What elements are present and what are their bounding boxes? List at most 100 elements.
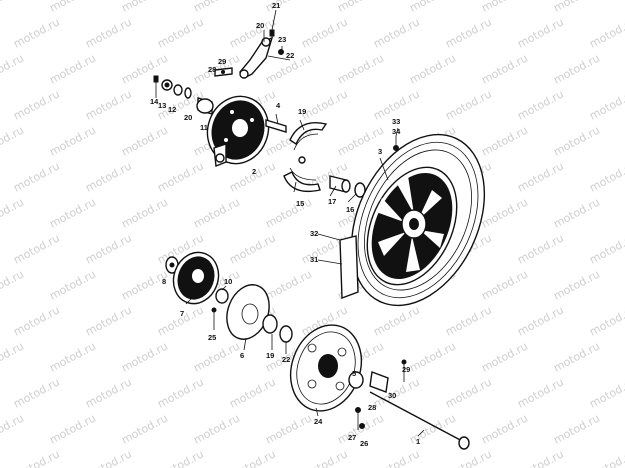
watermark-text: motod.ru [263, 411, 314, 446]
watermark-text: motod.ru [83, 159, 134, 194]
watermark-text: motod.ru [191, 51, 242, 86]
watermark-text: motod.ru [299, 87, 350, 122]
label-part-20: 20 [256, 21, 264, 30]
rear-wheel [339, 133, 486, 307]
watermark-text: motod.ru [551, 267, 602, 302]
label-part-13: 13 [158, 101, 166, 110]
watermark-text: motod.ru [83, 15, 134, 50]
watermark-text: motod.ru [83, 303, 134, 338]
watermark-text: motod.ru [551, 195, 602, 230]
watermark-text: motod.ru [515, 159, 566, 194]
watermark-text: motod.ru [479, 0, 530, 15]
watermark-text: motod.ru [47, 267, 98, 302]
label-part-34: 34 [392, 127, 401, 136]
label-part-26: 26 [360, 439, 368, 448]
label-part-11: 11 [200, 123, 208, 132]
watermark-text: motod.ru [371, 447, 422, 468]
part-number-labels: 21 20 23 22 29 28 14 13 12 20 11 2 4 19 … [150, 1, 420, 448]
label-part-19-lower: 19 [266, 351, 274, 360]
watermark-text: motod.ru [443, 303, 494, 338]
watermark-text: motod.ru [227, 375, 278, 410]
watermark-text: motod.ru [551, 123, 602, 158]
watermark-text: motod.ru [443, 375, 494, 410]
label-part-5: 5 [352, 369, 356, 378]
watermark-text: motod.ru [479, 339, 530, 374]
watermark-text: motod.ru [11, 15, 62, 50]
watermark-text: motod.ru [263, 0, 314, 15]
watermark-text: motod.ru [479, 195, 530, 230]
watermark-text: motod.ru [443, 447, 494, 468]
watermark-text: motod.ru [11, 375, 62, 410]
watermark-text: motod.ru [515, 303, 566, 338]
watermark-text: motod.ru [227, 231, 278, 266]
brake-panel [206, 95, 270, 167]
watermark-text: motod.ru [119, 0, 170, 15]
label-part-23: 23 [278, 35, 286, 44]
watermark-text: motod.ru [11, 447, 62, 468]
watermark-text: motod.ru [371, 303, 422, 338]
watermark-text: motod.ru [479, 267, 530, 302]
watermark-text: motod.ru [83, 447, 134, 468]
label-part-31: 31 [310, 255, 318, 264]
watermark-text: motod.ru [47, 411, 98, 446]
watermark-text: motod.ru [407, 339, 458, 374]
watermark-text: motod.ru [83, 231, 134, 266]
watermark-text: motod.ru [11, 303, 62, 338]
watermark-text: motod.ru [587, 231, 625, 266]
label-part-15: 15 [296, 199, 304, 208]
axle-spacer [329, 175, 366, 198]
rear-axle-assembly [348, 359, 470, 450]
label-part-29-top: 29 [218, 57, 226, 66]
label-part-29-right: 29 [402, 365, 410, 374]
watermark-text: motod.ru [407, 0, 458, 15]
watermark-text: motod.ru [0, 339, 26, 374]
watermark-text: motod.ru [191, 195, 242, 230]
leader-lines [185, 9, 425, 437]
watermark-text: motod.ru [155, 375, 206, 410]
watermark-text: motod.ru [155, 447, 206, 468]
watermark-text: motod.ru [335, 51, 386, 86]
watermark-text: motod.ru [299, 15, 350, 50]
watermark-text: motod.ru [587, 15, 625, 50]
watermark-text: motod.ru [479, 411, 530, 446]
torque-arm-linkage [214, 29, 284, 79]
watermark-text: motod.ru [119, 339, 170, 374]
watermark-text: motod.ru [515, 447, 566, 468]
label-part-28-lower: 28 [368, 403, 376, 412]
watermark-text: motod.ru [119, 123, 170, 158]
watermark-text: motod.ru [155, 15, 206, 50]
watermark-text: motod.ru [587, 303, 625, 338]
watermark-text: motod.ru [83, 375, 134, 410]
watermark-text: motod.ru [119, 411, 170, 446]
watermark-text: motod.ru [0, 0, 26, 15]
label-part-19-upper: 19 [298, 107, 306, 116]
watermark-text: motod.ru [407, 411, 458, 446]
watermark-text: motod.ru [47, 339, 98, 374]
watermark-text: motod.ru [263, 195, 314, 230]
watermark-text: motod.ru [479, 51, 530, 86]
watermark-text: motod.ru [371, 15, 422, 50]
watermark-text: motod.ru [515, 15, 566, 50]
watermark-text: motod.ru [263, 267, 314, 302]
watermark-text: motod.ru [0, 267, 26, 302]
watermark-text: motod.ru [0, 195, 26, 230]
watermark-text: motod.ru [479, 123, 530, 158]
label-part-22: 22 [286, 51, 294, 60]
label-part-6: 6 [240, 351, 244, 360]
watermark-text: motod.ru [227, 447, 278, 468]
label-part-27: 27 [348, 433, 356, 442]
label-part-2: 2 [252, 167, 256, 176]
watermark-text: motod.ru [587, 375, 625, 410]
label-part-20-left: 20 [184, 113, 192, 122]
watermark-text: motod.ru [11, 87, 62, 122]
watermark-text: motod.ru [587, 447, 625, 468]
label-part-25: 25 [208, 333, 216, 342]
watermark-text: motod.ru [47, 195, 98, 230]
label-part-12: 12 [168, 105, 176, 114]
watermark-text: motod.ru [0, 51, 26, 86]
watermark-text: motod.ru [119, 51, 170, 86]
watermark-text: motod.ru [227, 159, 278, 194]
caliper-bolt-spacer-stack [153, 75, 214, 115]
watermark-text: motod.ru [47, 51, 98, 86]
